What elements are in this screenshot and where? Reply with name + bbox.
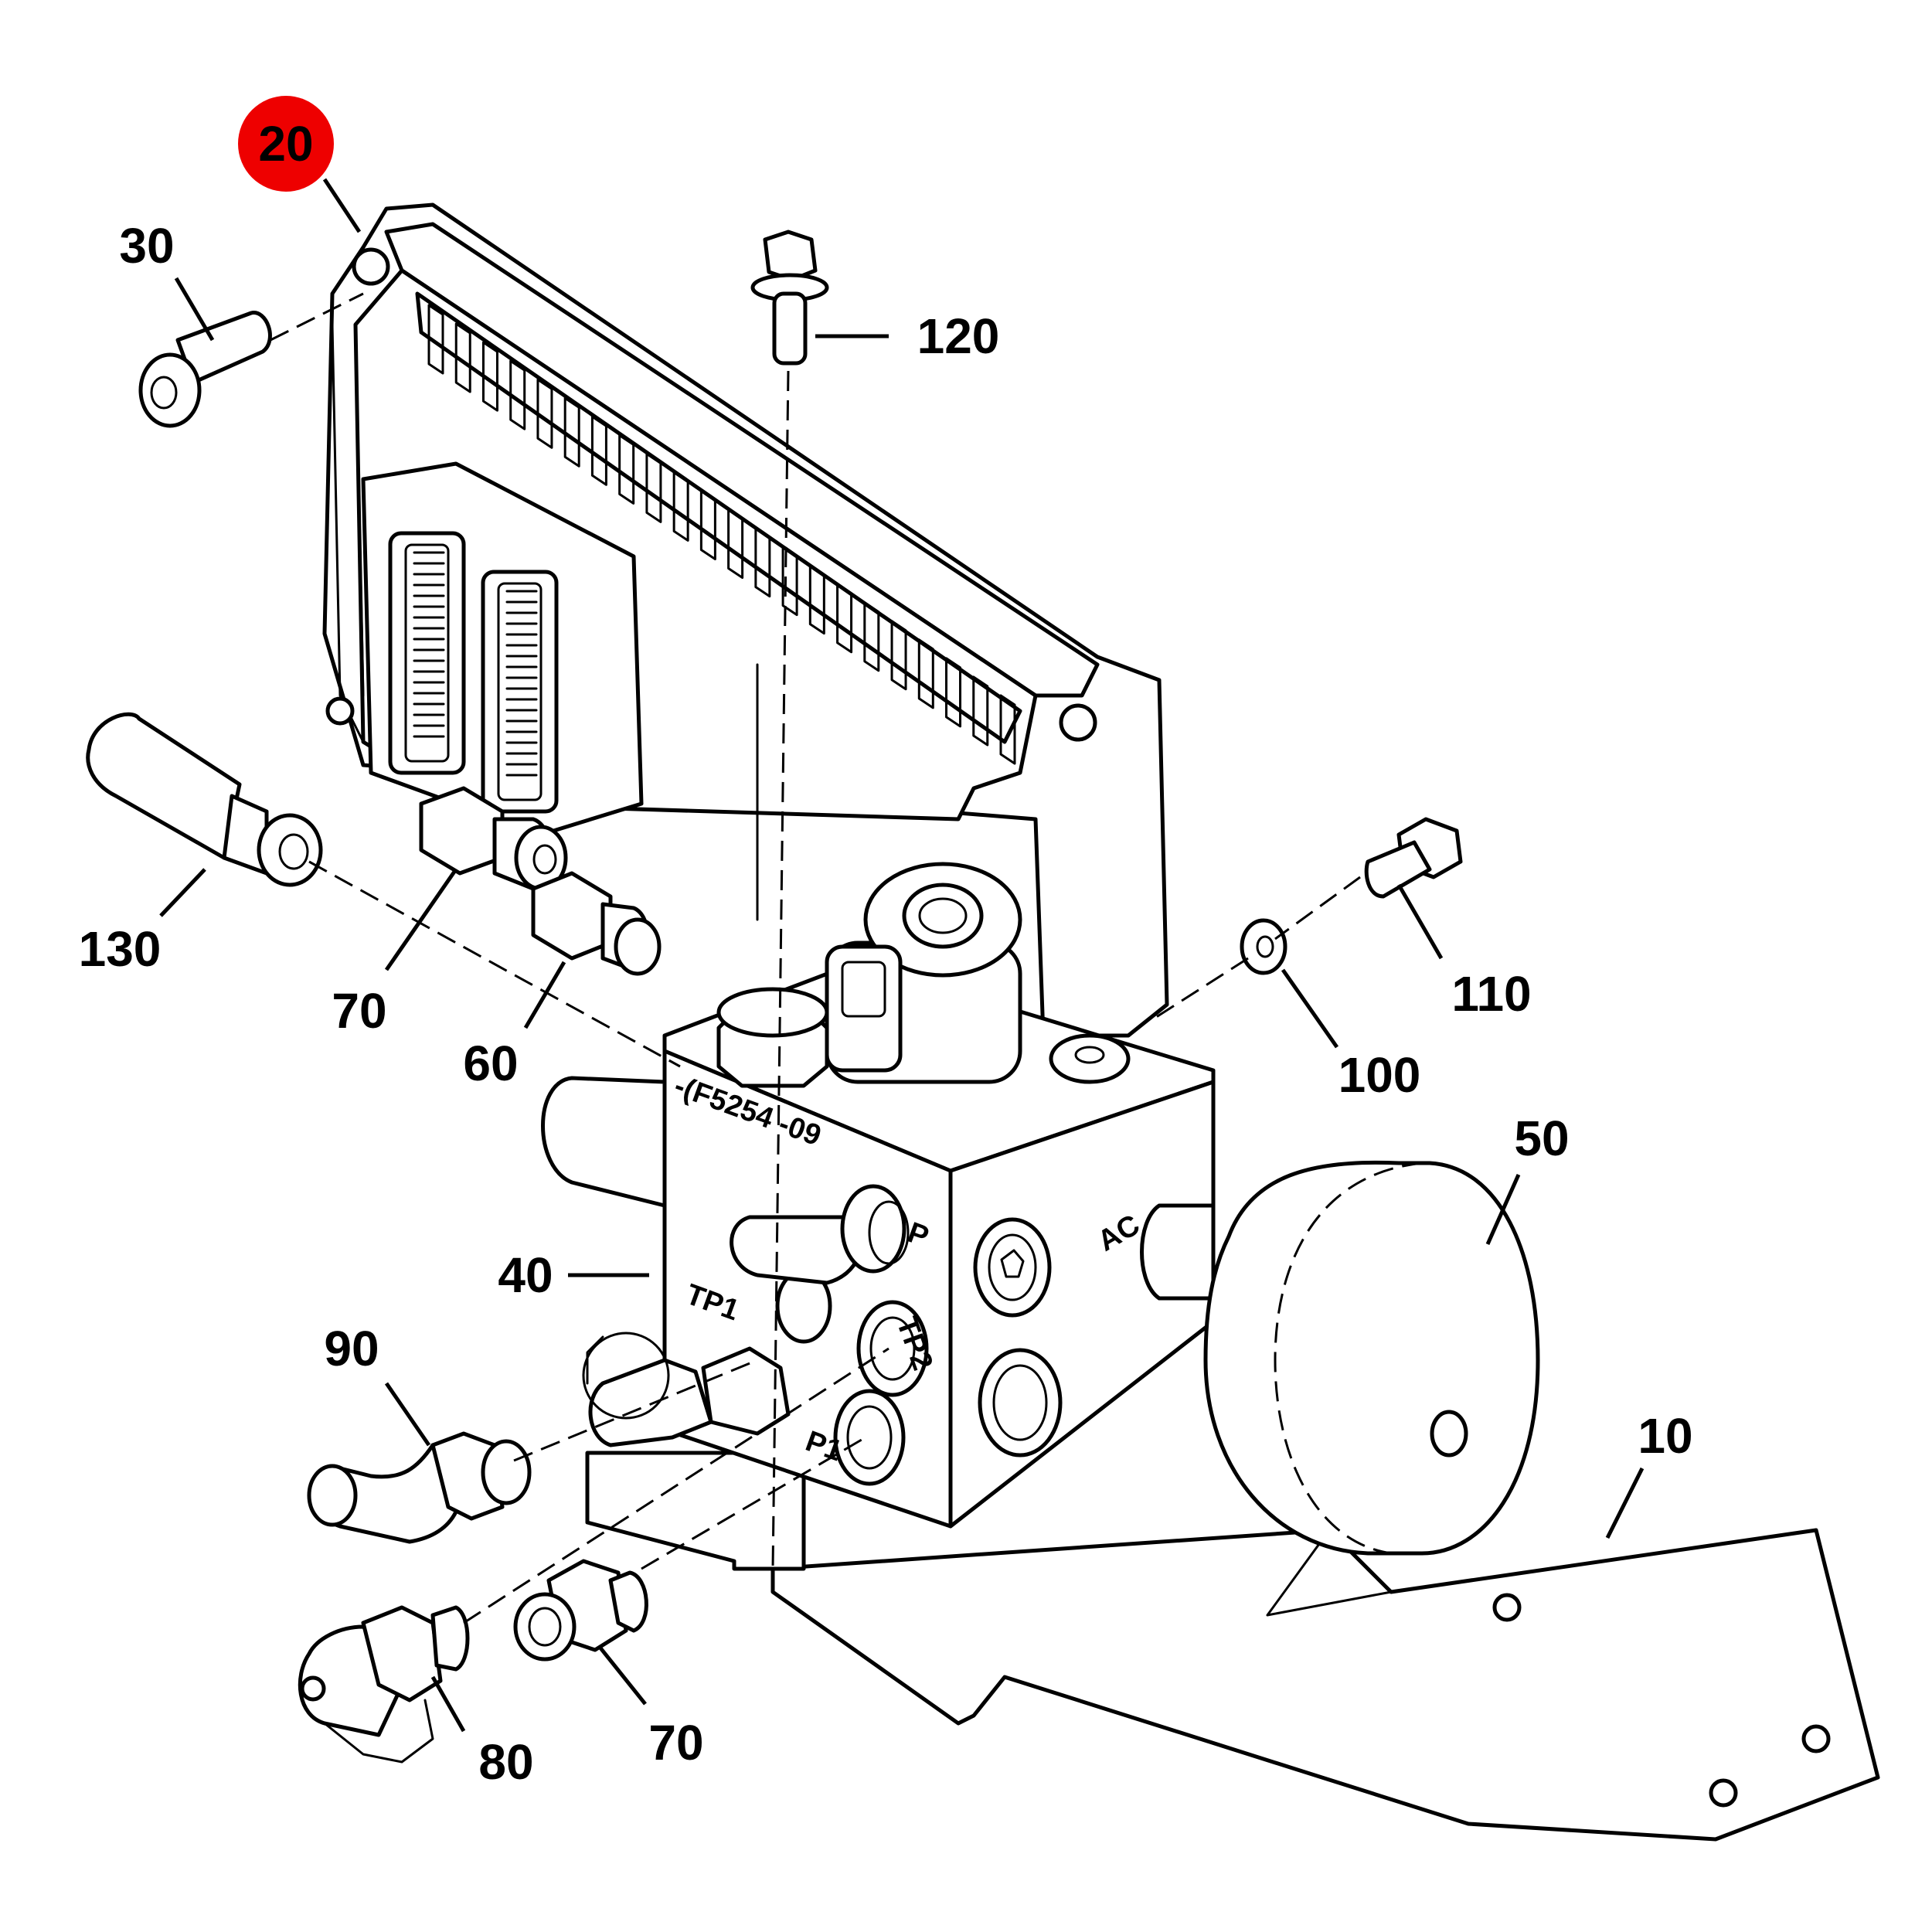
callout-30[interactable]: 30 — [119, 218, 174, 274]
callout-highlight-circle — [238, 96, 334, 192]
cooling-fin — [645, 452, 662, 523]
accumulator-part — [1140, 1160, 1540, 1556]
block-mounted-sensor — [582, 1332, 791, 1447]
callout-90[interactable]: 90 — [324, 1321, 379, 1376]
cooling-fin — [727, 509, 744, 580]
bolt-part — [1364, 817, 1463, 899]
cooling-fin — [427, 304, 444, 375]
flange-bolt-part — [750, 230, 829, 366]
cooling-fin — [618, 434, 635, 505]
callout-40[interactable]: 40 — [498, 1247, 553, 1303]
socket-screw-part — [138, 311, 272, 428]
callout-110[interactable]: 110 — [1451, 966, 1531, 1022]
cooling-fin — [563, 396, 580, 468]
mounting-bracket-part — [585, 1451, 1880, 1842]
callout-80[interactable]: 80 — [478, 1734, 533, 1790]
cooling-fin — [781, 546, 798, 617]
cooling-fin — [699, 489, 716, 560]
cooling-fin — [536, 378, 553, 449]
cooling-fin — [945, 657, 962, 728]
callout-70-upper[interactable]: 70 — [332, 983, 386, 1039]
control-unit-part — [322, 202, 1169, 1038]
cooling-fin — [890, 620, 907, 691]
callout-100[interactable]: 100 — [1338, 1047, 1421, 1103]
elbow-fitting-90-part — [307, 1431, 532, 1544]
block-elbow-fitting — [730, 1184, 910, 1285]
callout-120[interactable]: 120 — [917, 308, 1000, 364]
callout-leaders — [159, 178, 1645, 1733]
fitting-60-part — [531, 871, 662, 976]
cooling-fin — [808, 564, 825, 635]
cooling-fin — [509, 359, 526, 430]
cooling-fin — [999, 694, 1016, 765]
hex-adapter-part — [86, 712, 323, 887]
callout-70-lower[interactable]: 70 — [648, 1715, 703, 1770]
cooling-fin — [972, 675, 989, 747]
lower-fitting-70-part — [513, 1559, 648, 1662]
callout-130[interactable]: 130 — [79, 921, 162, 977]
cooling-fin — [754, 527, 771, 598]
cooling-fin — [863, 601, 880, 672]
cooling-fin — [481, 341, 498, 412]
callout-labels: 20 30 120 110 100 50 10 130 70 60 40 90 … — [79, 96, 1693, 1790]
pressure-sensor-part — [298, 1605, 470, 1764]
callout-20[interactable]: 20 — [258, 116, 313, 172]
washer-part — [1240, 918, 1287, 975]
cooling-fin — [590, 415, 607, 486]
cooling-fin — [454, 322, 471, 393]
upper-fitting-70-part — [419, 786, 568, 891]
cooling-fin — [917, 638, 934, 709]
callout-10[interactable]: 10 — [1638, 1408, 1692, 1464]
cooling-fin — [672, 471, 689, 542]
assembly-center-lines — [270, 292, 1361, 1624]
callout-60[interactable]: 60 — [463, 1036, 518, 1091]
cooling-fin — [836, 583, 853, 654]
callout-50[interactable]: 50 — [1514, 1111, 1569, 1166]
